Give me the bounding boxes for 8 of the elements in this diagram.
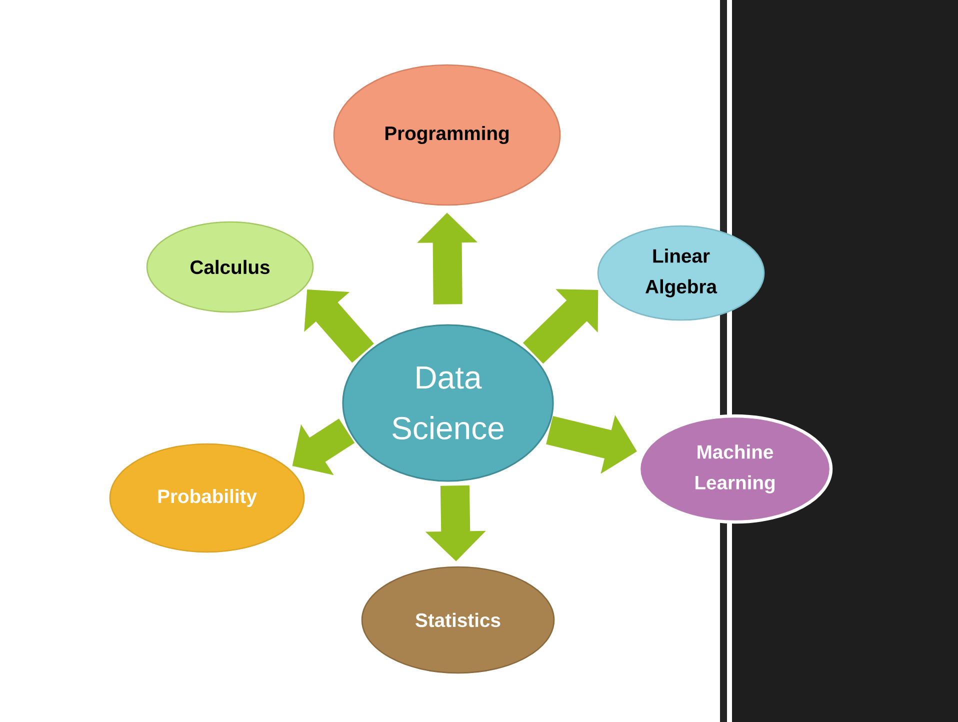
ellipse-node: Linear Algebra xyxy=(597,225,765,321)
block-arrow xyxy=(522,289,598,364)
ellipse-node: Calculus xyxy=(146,221,314,313)
ellipse-node: Probability xyxy=(109,443,305,553)
ellipse-node: Programming xyxy=(333,64,561,206)
ellipse-node: Statistics xyxy=(361,566,555,674)
ellipse-node: Data Science xyxy=(342,324,554,482)
ellipse-node: Machine Learning xyxy=(637,414,833,524)
